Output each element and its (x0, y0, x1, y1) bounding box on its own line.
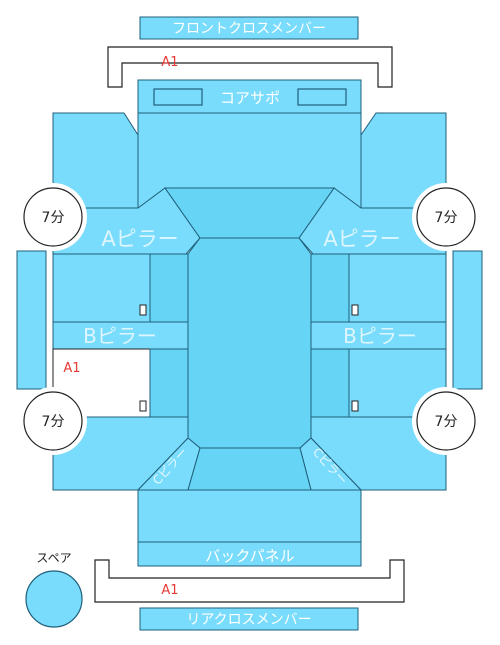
rear-right-tire-tread: 7分 (435, 414, 458, 430)
left-rear-door-grade: A1 (63, 361, 80, 376)
rear-right-tire-circle (416, 391, 476, 451)
left-front-door-glass[interactable] (149, 253, 189, 323)
front-cross-member-panel[interactable] (139, 16, 359, 40)
right-b-pillar-label: Bピラー (343, 324, 417, 348)
front-left-tire-tread: 7分 (42, 210, 65, 226)
right-front-door-handle (351, 304, 359, 316)
front-left-tire[interactable]: 7分 (19, 183, 87, 251)
front-right-tire-tread: 7分 (435, 210, 458, 226)
left-front-door-panel[interactable] (52, 253, 151, 323)
left-b-pillar-label: Bピラー (83, 324, 157, 348)
roof-panel[interactable] (187, 237, 312, 449)
front-right-tire-circle (416, 187, 476, 247)
rear-right-tire[interactable]: 7分 (412, 387, 480, 455)
front-cross-member-grade: A1 (161, 55, 178, 70)
spare-label: スペア (36, 551, 71, 565)
right-front-door-glass[interactable] (310, 253, 350, 323)
right-side-sill-panel[interactable] (452, 250, 483, 390)
trunk-panel[interactable] (137, 489, 362, 543)
rear-window-panel[interactable] (187, 447, 312, 491)
spare-tire[interactable] (25, 570, 83, 628)
left-side-sill-panel[interactable] (16, 250, 47, 390)
back-panel[interactable] (137, 541, 362, 567)
right-a-pillar-label: Aピラー (323, 227, 400, 251)
rear-cross-member-panel[interactable] (139, 607, 359, 631)
rear-left-tire-tread: 7分 (42, 414, 65, 430)
front-left-tire-circle (23, 187, 83, 247)
right-front-door-panel[interactable] (348, 253, 447, 323)
rear-cross-member-label: リアクロスメンバー (186, 612, 311, 628)
right-rear-door-handle (351, 400, 359, 412)
headlight-right (297, 88, 347, 106)
headlight-left (153, 88, 203, 106)
rear-cross-member-grade: A1 (161, 583, 178, 598)
core-support-label: コアサポ (220, 89, 280, 107)
rear-bumper-outline[interactable] (94, 559, 405, 603)
front-cross-member-label: フロントクロスメンバー (172, 21, 326, 37)
left-front-door-handle (139, 304, 147, 316)
right-b-pillar-panel[interactable] (310, 321, 447, 350)
left-a-pillar-label: Aピラー (101, 227, 178, 251)
front-right-tire[interactable]: 7分 (412, 183, 480, 251)
rear-left-tire[interactable]: 7分 (19, 387, 87, 455)
front-bumper-outline[interactable] (107, 46, 393, 88)
back-panel-label: バックパネル (205, 547, 294, 565)
right-rear-door-glass[interactable] (310, 348, 350, 418)
rear-left-tire-circle (23, 391, 83, 451)
left-rear-door-handle (139, 400, 147, 412)
left-rear-door-glass[interactable] (149, 348, 189, 418)
